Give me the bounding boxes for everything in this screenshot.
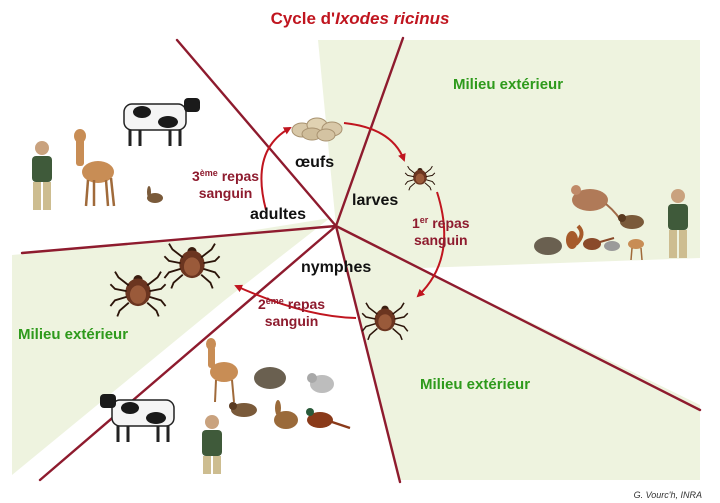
second-blood-meal-label: 2ème repas sanguin bbox=[258, 296, 325, 330]
squirrel-icon bbox=[307, 373, 334, 393]
environment-zone-top-right bbox=[318, 40, 700, 268]
third-meal-ordinal-suffix: ème bbox=[200, 168, 218, 178]
hedgehog-icon bbox=[534, 237, 562, 255]
human-icon bbox=[32, 141, 52, 210]
second-meal-ordinal: 2 bbox=[258, 296, 266, 312]
adult-hosts-group bbox=[32, 98, 200, 210]
first-blood-meal-label: 1er repas sanguin bbox=[412, 215, 470, 249]
squirrel-icon bbox=[604, 241, 620, 251]
environment-zone-left bbox=[12, 218, 330, 475]
stage-label-adults: adultes bbox=[250, 206, 306, 224]
first-meal-ordinal: 1 bbox=[412, 215, 420, 231]
first-meal-word: repas bbox=[432, 215, 469, 231]
second-meal-line2: sanguin bbox=[265, 313, 319, 329]
environment-label-bottom-right: Milieu extérieur bbox=[420, 376, 530, 393]
third-meal-line2: sanguin bbox=[199, 185, 253, 201]
environment-label-top-right: Milieu extérieur bbox=[453, 76, 563, 93]
first-meal-ordinal-suffix: er bbox=[420, 215, 429, 225]
stage-label-eggs: œufs bbox=[295, 154, 334, 172]
title-prefix: Cycle d' bbox=[271, 9, 336, 28]
title-species: Ixodes ricinus bbox=[335, 9, 449, 28]
bird-icon bbox=[229, 402, 257, 417]
deer-icon bbox=[74, 129, 114, 206]
third-meal-word: repas bbox=[222, 168, 259, 184]
hare-icon bbox=[274, 400, 298, 429]
first-meal-line2: sanguin bbox=[414, 232, 468, 248]
second-meal-ordinal-suffix: ème bbox=[266, 296, 284, 306]
third-meal-ordinal: 3 bbox=[192, 168, 200, 184]
hedgehog-icon bbox=[254, 367, 286, 389]
human-icon bbox=[202, 415, 222, 474]
third-blood-meal-label: 3ème repas sanguin bbox=[192, 168, 259, 202]
image-credit: G. Vourc'h, INRA bbox=[634, 490, 702, 500]
diagram-title: Cycle d'Ixodes ricinus bbox=[0, 9, 720, 29]
cow-icon bbox=[124, 98, 200, 146]
second-meal-word: repas bbox=[288, 296, 325, 312]
hare-icon bbox=[147, 186, 163, 203]
deer-icon bbox=[206, 338, 238, 402]
pheasant-icon bbox=[306, 408, 350, 428]
environment-label-left: Milieu extérieur bbox=[18, 326, 128, 343]
stage-label-nymphs: nymphes bbox=[301, 259, 371, 277]
stage-label-larvae: larves bbox=[352, 192, 398, 210]
